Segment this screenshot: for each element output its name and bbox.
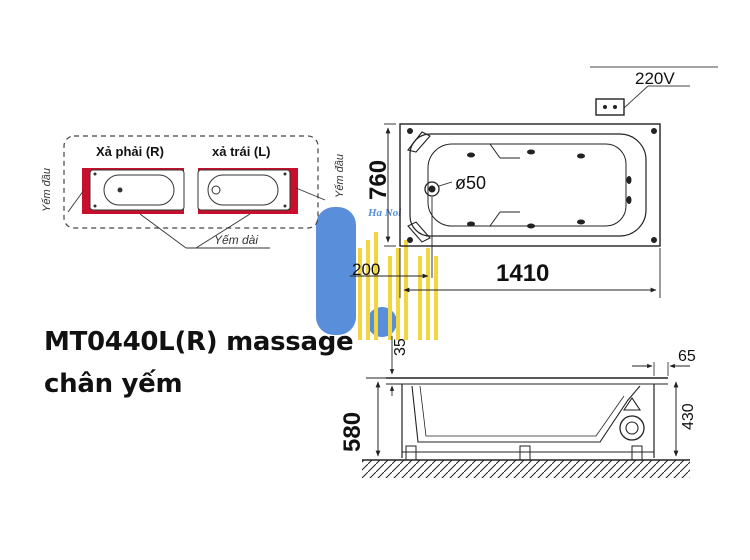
right-drain-tub-thumbnail [82, 168, 185, 214]
right-drain-label: Xả phải (R) [96, 144, 164, 159]
pump-motor [619, 415, 645, 441]
voltage-label: 220V [635, 69, 675, 88]
total-height-dimension: 580 [339, 412, 366, 452]
length-dimension: 1410 [496, 260, 549, 287]
drain-outlet [424, 181, 440, 197]
watermark-text: Ha Noi [367, 207, 402, 219]
plan-view [350, 123, 661, 298]
side-skirt-label: Yếm dài [214, 233, 258, 247]
left-drain-tub-thumbnail [197, 168, 298, 214]
end-skirt-label-left: Yếm đầu [41, 168, 53, 212]
product-subtitle: chân yếm [44, 369, 183, 399]
rim-overhang-dimension: 65 [678, 348, 696, 365]
end-skirt-label-right: Yếm đầu [334, 154, 346, 198]
left-drain-label: xả trái (L) [212, 144, 271, 159]
side-elevation [362, 336, 690, 478]
drain-diameter-dimension: ø50 [455, 173, 486, 193]
tub-depth-dimension: 430 [680, 403, 697, 430]
rim-thickness-dimension: 35 [392, 338, 409, 356]
product-title: MT0440L(R) massage [44, 327, 354, 357]
width-dimension: 760 [365, 160, 392, 200]
drain-offset-dimension: 200 [352, 260, 380, 279]
skirt-variant-panel: Xả phải (R) xả trái (L) Yế [41, 135, 346, 249]
power-socket-icon [595, 98, 625, 116]
power-connection: 220V [590, 66, 718, 116]
